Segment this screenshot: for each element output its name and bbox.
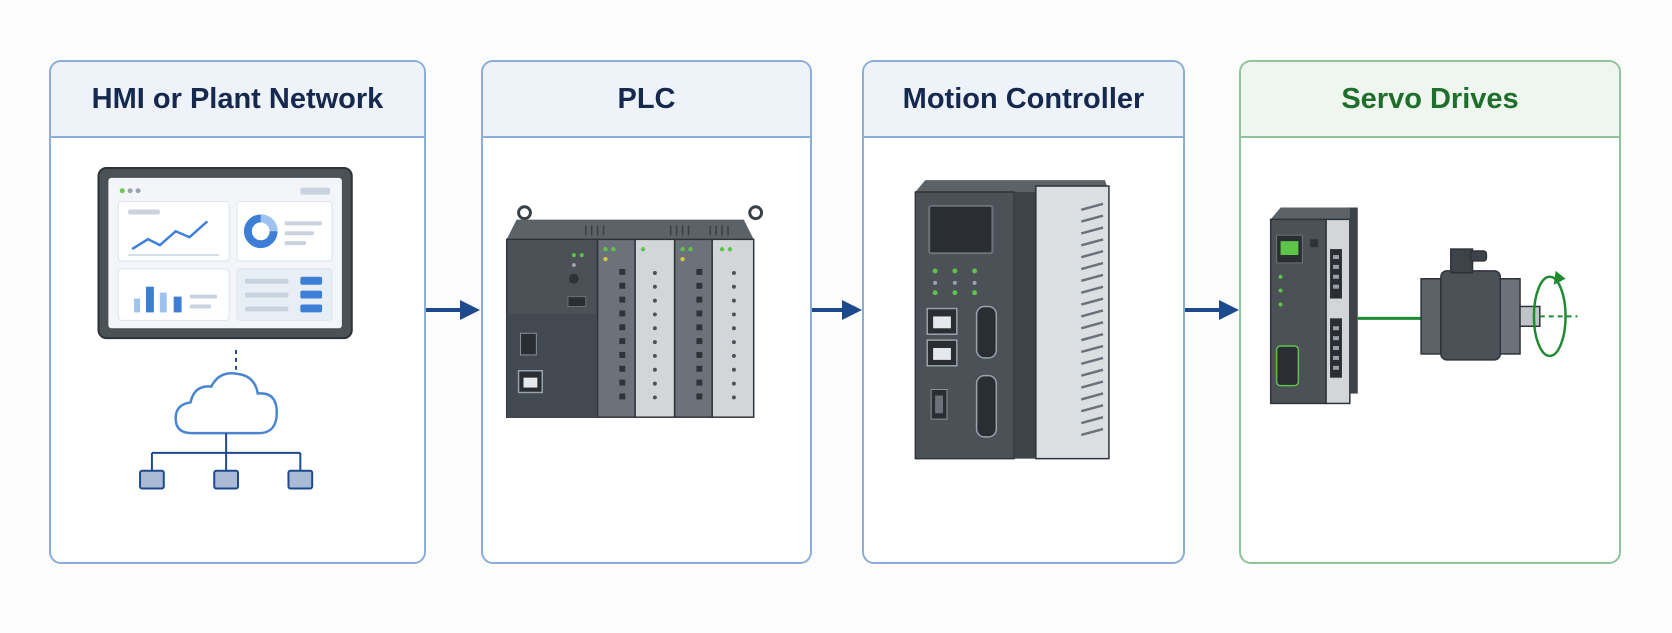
panel-title-motion-controller: Motion Controller (864, 62, 1183, 138)
panel-servo-drives: Servo Drives (1239, 60, 1621, 564)
panel-title-hmi: HMI or Plant Network (51, 62, 424, 138)
servo-drive-and-motor-icon (1269, 207, 1578, 405)
panel-hmi-plant-network: HMI or Plant Network (49, 60, 426, 564)
plc-rack-icon (505, 205, 764, 418)
panel-title-plc: PLC (483, 62, 810, 138)
flow-arrow-motion-controller-to-servo (1185, 300, 1239, 320)
motion-controller-icon (914, 180, 1110, 460)
flow-arrow-plc-to-motion-controller (812, 300, 862, 320)
flow-arrow-hmi-to-plc (426, 300, 480, 320)
hmi-touchscreen-and-network-icon (97, 166, 353, 490)
panel-plc: PLC (481, 60, 812, 564)
panel-motion-controller: Motion Controller (862, 60, 1185, 564)
panel-title-servo-drives: Servo Drives (1241, 62, 1619, 138)
